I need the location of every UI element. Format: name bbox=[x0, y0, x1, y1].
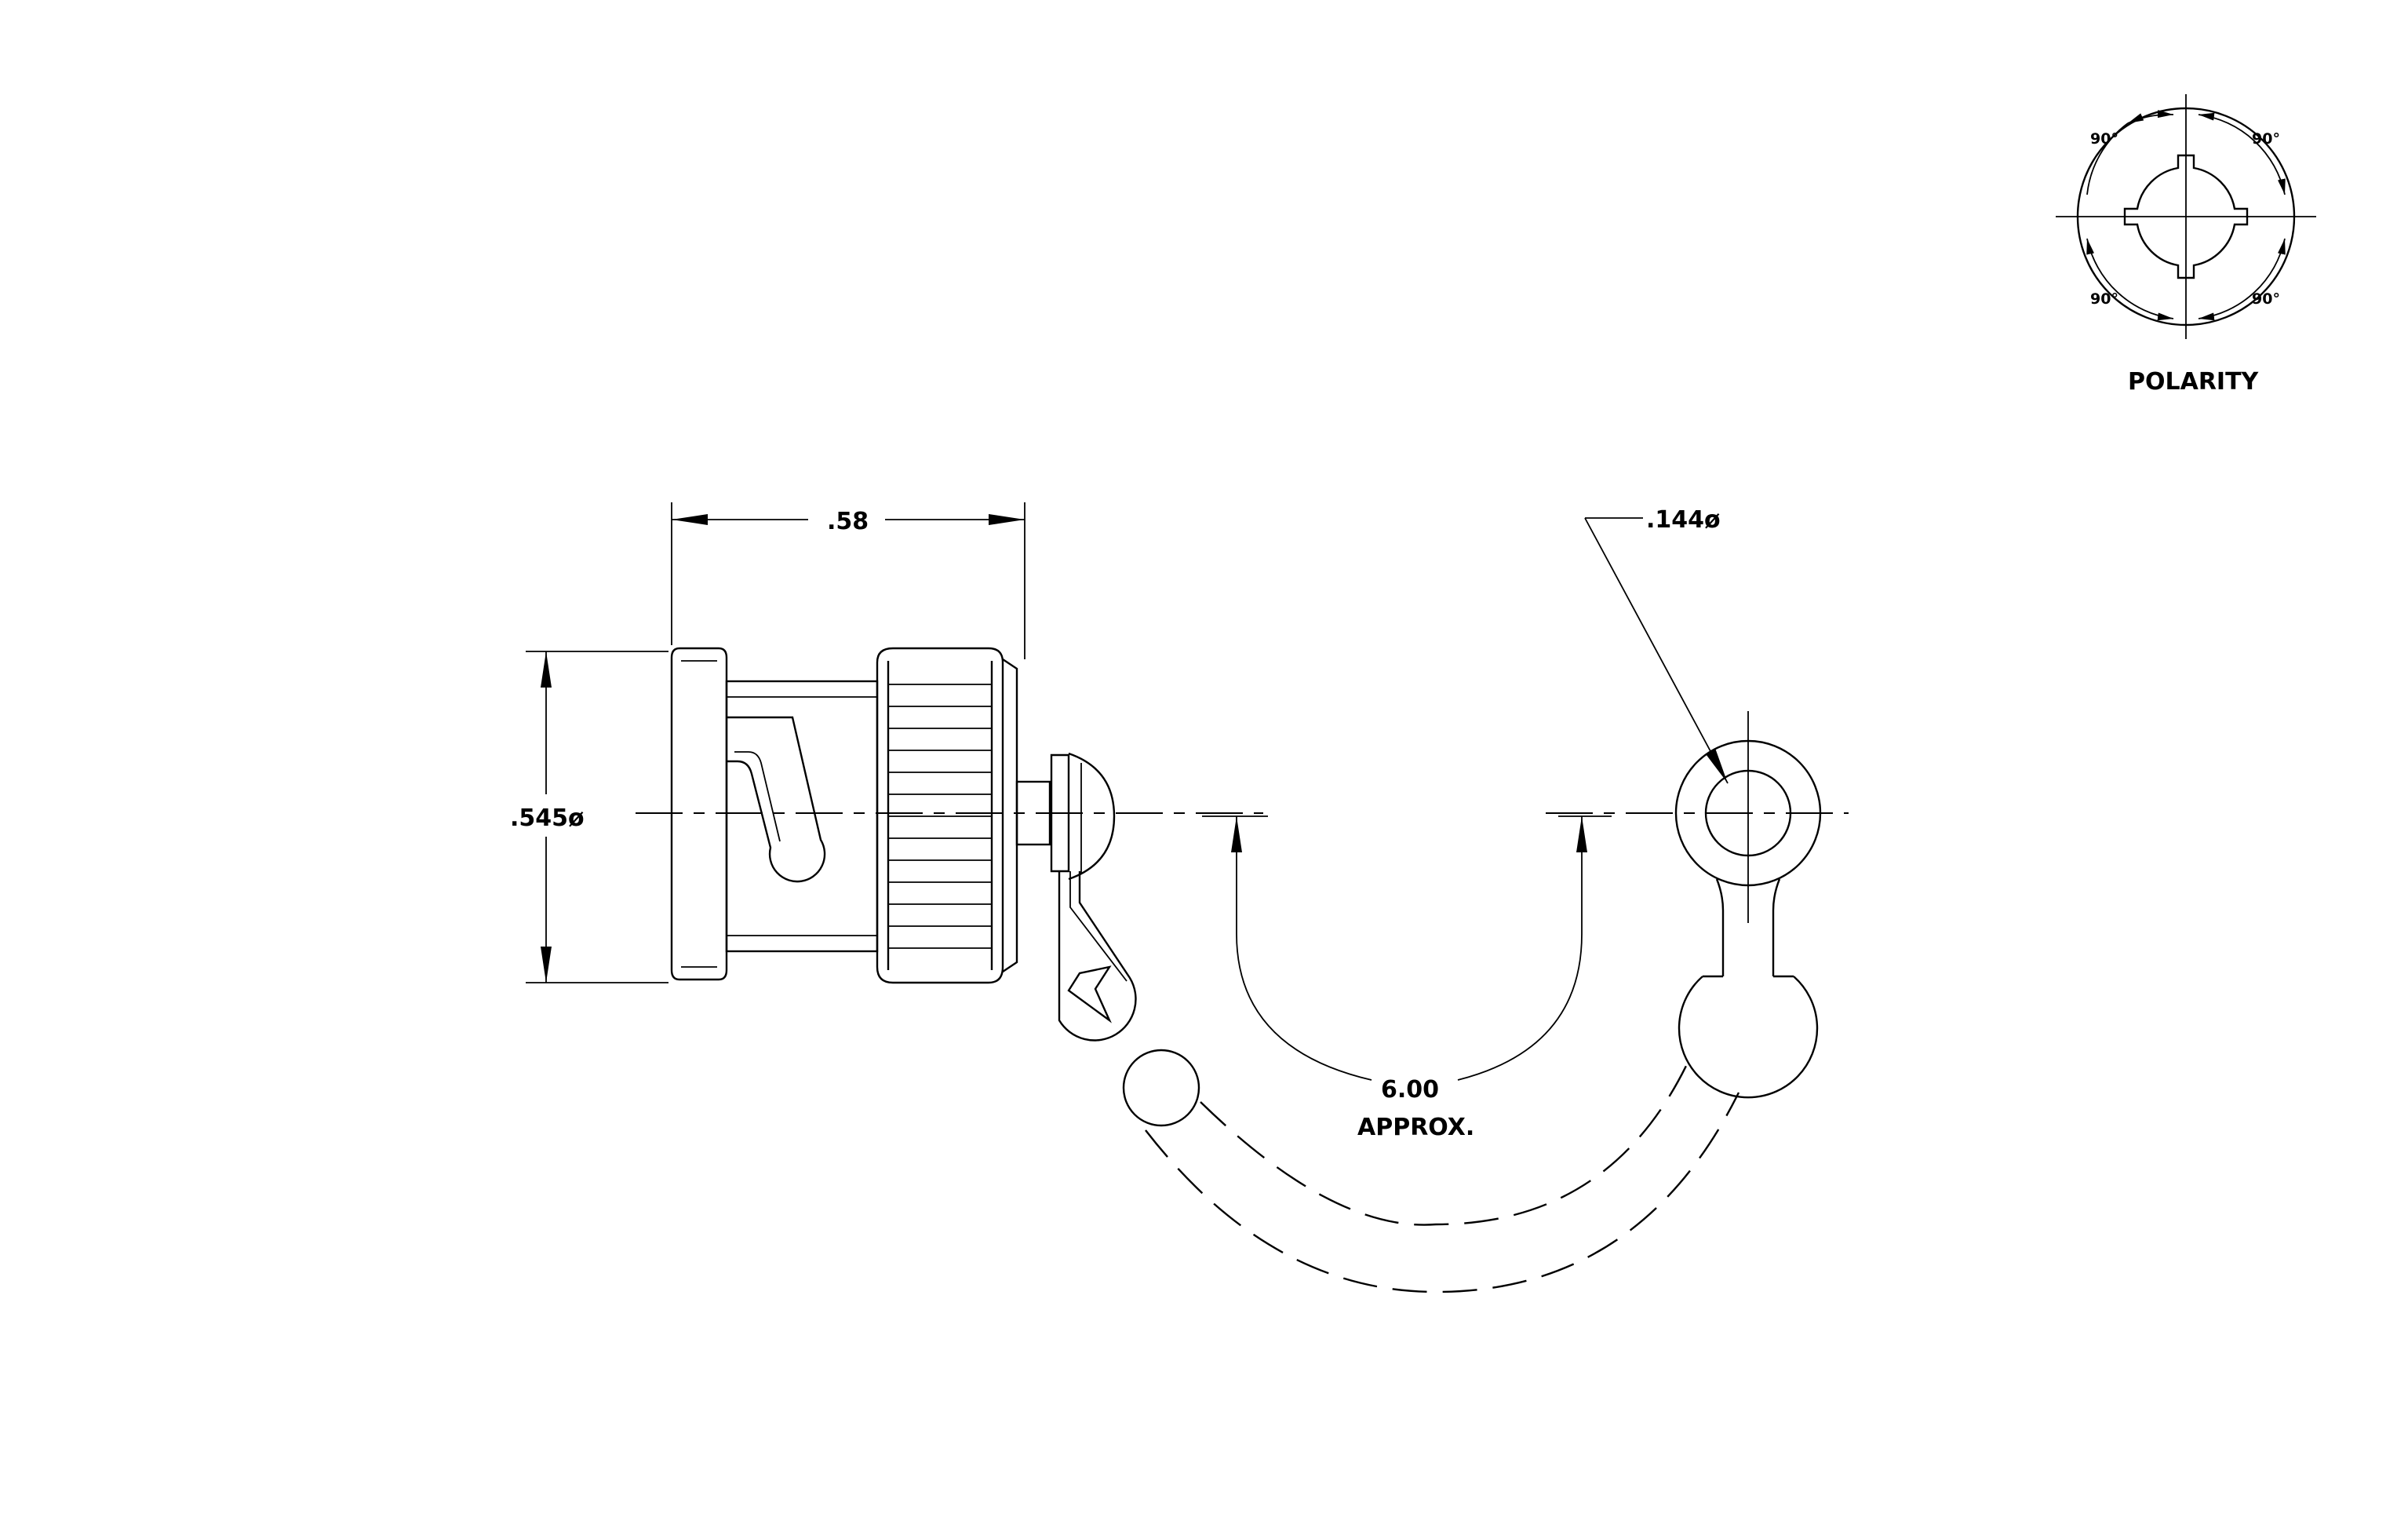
length-dimension: .58 bbox=[671, 502, 1025, 659]
hole-diameter-label: .144ø bbox=[1646, 506, 1721, 534]
polarity-angle-bottom-left: 90° bbox=[2090, 290, 2118, 308]
connector-body bbox=[636, 647, 1263, 1127]
polarity-angle-top-right: 90° bbox=[2252, 130, 2280, 148]
polarity-angle-top-left: 90° bbox=[2090, 130, 2118, 148]
chain-path bbox=[1145, 1063, 1740, 1293]
diameter-label: .545ø bbox=[510, 804, 585, 832]
chain-length-dimension: 6.00 APPROX. bbox=[1202, 815, 1612, 1141]
length-label: .58 bbox=[827, 508, 869, 535]
hole-dimension: .144ø bbox=[1584, 506, 1729, 784]
lanyard-ring bbox=[1546, 711, 1849, 1099]
diameter-dimension: .545ø bbox=[510, 651, 668, 983]
polarity-view: 90° 90° 90° 90° POLARITY bbox=[2056, 94, 2316, 396]
polarity-angle-bottom-right: 90° bbox=[2252, 290, 2280, 308]
chain-length-label: 6.00 bbox=[1381, 1076, 1439, 1104]
chain-note-label: APPROX. bbox=[1357, 1114, 1474, 1141]
polarity-title: POLARITY bbox=[2128, 368, 2260, 396]
